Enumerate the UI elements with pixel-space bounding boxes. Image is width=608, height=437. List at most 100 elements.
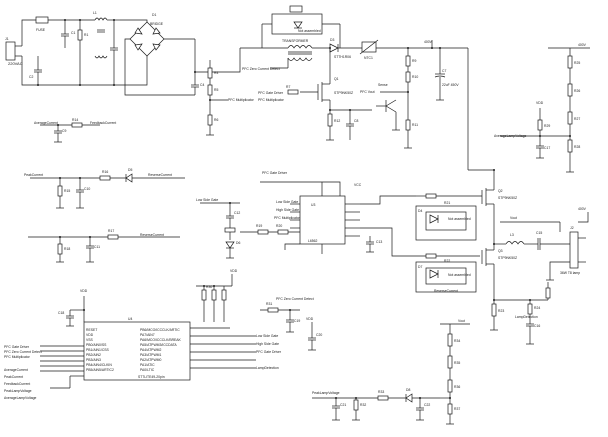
- fuse-symbol: FUSE: [35, 16, 49, 32]
- svg-text:C8: C8: [354, 119, 358, 123]
- mcu-pin-pb6: PB6/MCO/ICCCLK/ARTIC: [140, 328, 180, 332]
- svg-text:D3: D3: [330, 38, 334, 42]
- svg-text:C2: C2: [29, 75, 33, 79]
- svg-text:NTC1: NTC1: [364, 56, 373, 60]
- svg-text:U3: U3: [311, 203, 315, 207]
- input-connector-j1: J1: [5, 37, 22, 61]
- peak-lamp-voltage-label-2: PeakLampVoltage: [312, 391, 340, 395]
- mcu-pin-pb2: PB2/AIN2: [86, 353, 101, 357]
- not-assembled-block-top: Not assembled: [261, 5, 341, 48]
- pfc-zcd-label-2: PFC Zero Current Detect: [4, 350, 42, 354]
- svg-text:D7: D7: [418, 265, 422, 269]
- vdd-label-1: VDD: [536, 101, 544, 105]
- mcu-reset-circuit: R31 C19 C20: [260, 302, 322, 351]
- svg-text:R27: R27: [574, 117, 580, 121]
- peak-current-detector: R16 R15 C10 D5: [30, 168, 185, 209]
- vdd-label-4: VDD: [306, 317, 314, 321]
- pfc-cap-value: 22uF 450V: [442, 83, 459, 87]
- lamp-voltage-sense-chain: R34 R35 R36 R37: [440, 323, 470, 425]
- vbus-label-2: 400V: [578, 207, 587, 211]
- svg-text:D1: D1: [152, 13, 156, 17]
- high-side-gate-network: Not assembled D4 R21: [415, 193, 482, 241]
- mcu-pin-pa6: PA6/MCO/ICCCLK/BREAK: [140, 338, 182, 342]
- mcu-pullups: R30: [190, 274, 256, 369]
- lamp-voltage-divider: R25 R26 R27 R28: [548, 47, 590, 173]
- svg-text:R20: R20: [276, 224, 282, 228]
- mcu-pin-pa2: PA2/ATPWM0: [140, 358, 161, 362]
- ic-l6562-part: L6562: [308, 239, 318, 243]
- average-current-label-2: AverageCurrent: [4, 368, 28, 372]
- low-side-gate-label: Low Side Gate: [276, 200, 298, 204]
- lamp-voltage-filter: R29 C17: [500, 108, 570, 159]
- input-capacitor-c1: C1: [61, 20, 75, 48]
- svg-text:R16: R16: [102, 170, 108, 174]
- svg-text:R25: R25: [574, 61, 580, 65]
- pfc-gate-label-2: PFC Gate Driver: [262, 171, 288, 175]
- lamp-detection-label-2: LampDetection: [256, 366, 279, 370]
- svg-text:R9: R9: [412, 59, 416, 63]
- pfc-gate-label-top: PFC Gate Driver: [258, 91, 284, 95]
- svg-text:R5: R5: [214, 88, 218, 92]
- capacitor-c3: [110, 20, 118, 85]
- not-assembled-top: Not assembled: [298, 29, 321, 33]
- svg-text:R29: R29: [544, 124, 550, 128]
- svg-text:C21: C21: [340, 403, 346, 407]
- pfc-current-sense: R12 C8: [326, 109, 372, 141]
- mcu-pin-vss: VSS: [86, 338, 94, 342]
- svg-text:R22: R22: [444, 259, 450, 263]
- pfc-multiplier-label-2: PFC Multiplicator: [258, 98, 285, 102]
- svg-text:C13: C13: [376, 240, 382, 244]
- ntc-resistor: NTC1: [359, 39, 404, 60]
- svg-text:R10: R10: [412, 75, 418, 79]
- svg-text:Q1: Q1: [334, 77, 339, 81]
- gate-driver-section: C12 D6 R19 R20: [200, 202, 300, 259]
- mcu-left-signals: [40, 345, 84, 389]
- lamp-connector-ref: J2: [570, 226, 574, 230]
- svg-text:L1: L1: [93, 11, 97, 15]
- average-lamp-voltage-label: AverageLampVoltage: [4, 396, 36, 400]
- y-capacitor-c2: C2: [29, 56, 42, 85]
- svg-text:R34: R34: [454, 339, 460, 343]
- mcu-pin-pb4: PB4/AIN4/CLKIN: [86, 363, 112, 367]
- pfc-gate-label-3: PFC Gate Driver: [4, 345, 30, 349]
- svg-text:R12: R12: [334, 119, 340, 123]
- svg-text:R35: R35: [454, 361, 460, 365]
- svg-text:Q2: Q2: [498, 189, 503, 193]
- peak-lamp-voltage-detector: C21 R32 R33 D8 C22: [312, 388, 440, 421]
- feedback-current-label: FeedbackCurrent: [90, 121, 116, 125]
- vcc-label: VCC: [354, 183, 362, 187]
- vout-label-2: Vout: [458, 319, 465, 323]
- bridge-rectifier-d1: D1 BRIDGE: [120, 13, 195, 86]
- input-resistor-r1: R1: [77, 20, 88, 85]
- sense-label: Sense: [378, 83, 388, 87]
- svg-text:D5: D5: [128, 168, 132, 172]
- lamp-connector-j2: J2 36W T8 lamp: [560, 226, 586, 275]
- resonant-tank: L3 C15: [494, 221, 570, 250]
- svg-text:C22: C22: [424, 403, 430, 407]
- vout-label: Vout: [510, 216, 517, 220]
- mcu-pin-reset: RESET: [86, 328, 97, 332]
- pfc-transformer: TRANSFORMER: [239, 39, 313, 69]
- svg-text:R19: R19: [256, 224, 262, 228]
- pfc-multiplier-label: PFC Multiplicator: [228, 98, 255, 102]
- junction-dots: [37, 19, 571, 399]
- average-current-label: AverageCurrent: [34, 121, 58, 125]
- mcu-pin-pb5: PB5/AIN5/ARTIC2: [86, 368, 114, 372]
- svg-text:R7: R7: [286, 85, 290, 89]
- multiplier-divider: R4 R5 R6: [206, 60, 218, 136]
- svg-text:C19: C19: [294, 319, 300, 323]
- mcu-pin-pa7: PA7/AIN7: [140, 333, 155, 337]
- fuse-label: FUSE: [36, 28, 46, 32]
- low-side-gate-label-3: Low Side Gate: [256, 334, 278, 338]
- low-side-gate-network: Not assembled D7 R22: [415, 253, 477, 293]
- svg-text:C20: C20: [316, 333, 322, 337]
- mcu-supply: C18: [58, 296, 85, 327]
- not-assembled-mid-2: Not assembled: [448, 273, 471, 277]
- transformer-label: TRANSFORMER: [282, 39, 309, 43]
- svg-text:U4: U4: [128, 317, 132, 321]
- vdd-label-3: VDD: [230, 269, 238, 273]
- mcu-pin-pa5: PA5/ATPWM3/ICCDATA: [140, 343, 177, 347]
- ic-l6562: U3 L6562: [290, 182, 360, 254]
